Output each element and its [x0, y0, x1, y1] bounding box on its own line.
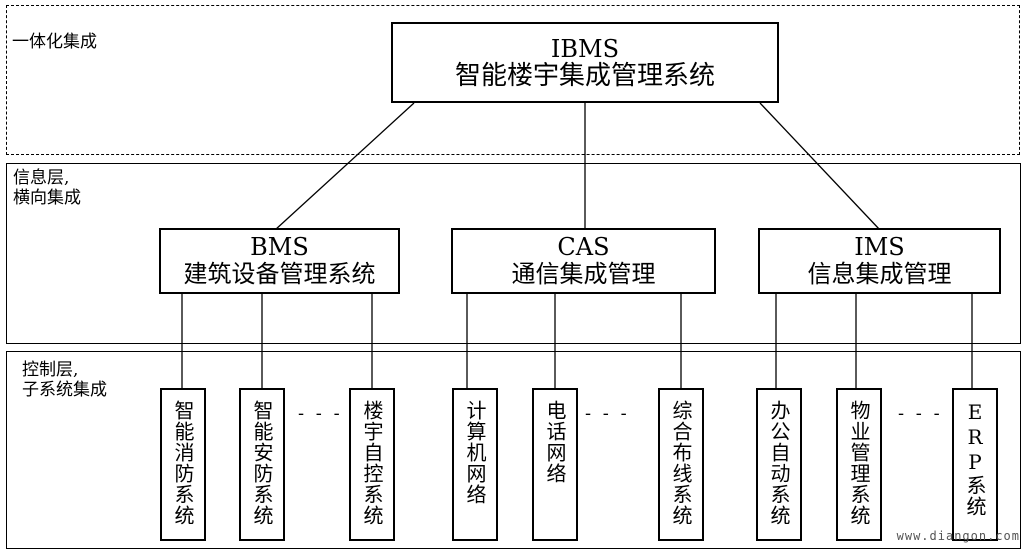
subsystem-structured-cabling: 综合布线系统 [658, 388, 704, 541]
ellipsis-cas: - - - [585, 403, 630, 424]
subsystem-office-automation: 办公自动系统 [756, 388, 802, 541]
bms-box: BMS 建筑设备管理系统 [159, 228, 400, 294]
ibms-full-name: 智能楼宇集成管理系统 [454, 60, 715, 91]
control-layer-frame [6, 351, 1021, 549]
subsystem-label: 计算机网络 [463, 400, 487, 505]
ibms-abbr: IBMS [550, 34, 620, 63]
bms-full-name: 建筑设备管理系统 [183, 260, 376, 288]
ibms-box: IBMS 智能楼宇集成管理系统 [391, 22, 779, 103]
connector-ibms-ims [759, 102, 881, 231]
subsystem-property-management: 物业管理系统 [836, 388, 882, 541]
cas-full-name: 通信集成管理 [511, 260, 656, 288]
cas-abbr: CAS [557, 233, 610, 261]
subsystem-security: 智能安防系统 [239, 388, 285, 541]
subsystem-label: 楼宇自控系统 [360, 400, 384, 526]
connector-ibms-bms [274, 102, 415, 231]
subsystem-label: 电话网络 [543, 400, 567, 484]
ellipsis-ims: - - - [898, 403, 943, 424]
information-layer-frame [6, 163, 1021, 344]
ims-abbr: IMS [854, 233, 905, 261]
subsystem-fire-protection: 智能消防系统 [160, 388, 206, 541]
subsystem-label: 办公自动系统 [767, 400, 791, 526]
subsystem-label: ERP系统 [963, 400, 987, 517]
subsystem-erp: ERP系统 [952, 388, 998, 541]
ims-box: IMS 信息集成管理 [758, 228, 1001, 294]
cas-box: CAS 通信集成管理 [451, 228, 716, 294]
subsystem-building-automation: 楼宇自控系统 [349, 388, 395, 541]
subsystem-label: 物业管理系统 [847, 400, 871, 526]
bms-abbr: BMS [250, 233, 309, 261]
subsystem-telephone-network: 电话网络 [532, 388, 578, 541]
control-layer-label: 控制层, 子系统集成 [22, 360, 107, 400]
watermark: www.diangon.com [896, 529, 1020, 543]
integration-layer-label: 一体化集成 [12, 32, 97, 52]
ims-full-name: 信息集成管理 [807, 260, 952, 288]
subsystem-label: 智能消防系统 [171, 400, 195, 526]
information-layer-label: 信息层, 横向集成 [13, 168, 81, 208]
subsystem-label: 智能安防系统 [250, 400, 274, 526]
subsystem-label: 综合布线系统 [669, 400, 693, 526]
ellipsis-bms: - - - [298, 403, 343, 424]
integration-layer-frame [6, 5, 1020, 155]
subsystem-computer-network: 计算机网络 [452, 388, 498, 541]
